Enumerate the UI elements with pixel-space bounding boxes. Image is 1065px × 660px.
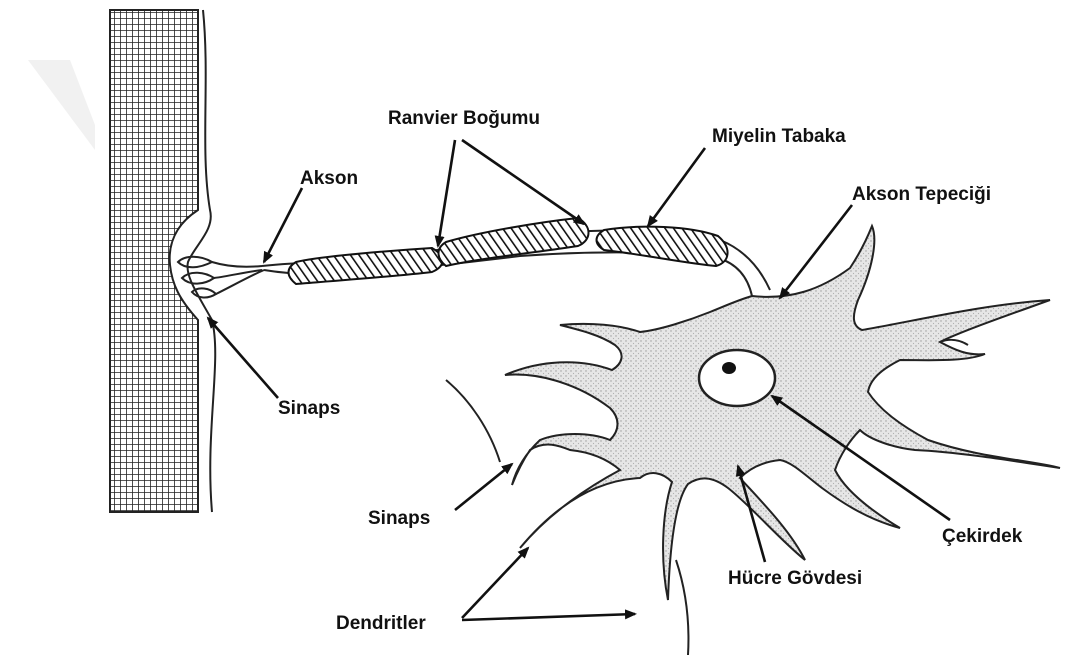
watermark-shape — [28, 60, 95, 150]
muscle-tissue — [110, 10, 198, 512]
arrow-sinaps-bottom — [455, 464, 512, 510]
label-cekirdek: Çekirdek — [942, 526, 1023, 547]
label-dendritler: Dendritler — [336, 613, 426, 634]
label-sinaps-bottom: Sinaps — [368, 508, 430, 529]
arrow-dendritler-left — [462, 548, 528, 618]
arrow-ranvier-left — [438, 140, 455, 246]
nucleus — [699, 350, 775, 406]
arrow-ranvier-right — [462, 140, 584, 224]
label-akson: Akson — [300, 168, 358, 189]
label-sinaps-top: Sinaps — [278, 398, 340, 419]
arrow-sinaps-top — [208, 318, 278, 398]
myelin-sheath — [289, 218, 728, 284]
synaptic-terminals — [178, 257, 264, 298]
arrow-dendritler-right — [462, 614, 635, 620]
arrow-miyelin — [648, 148, 705, 226]
label-hucre-govdesi: Hücre Gövdesi — [728, 568, 862, 589]
label-akson-tepecigi: Akson Tepeciği — [852, 184, 991, 205]
label-ranvier-bogumu: Ranvier Boğumu — [388, 108, 540, 129]
arrow-akson — [264, 188, 302, 262]
label-miyelin-tabaka: Miyelin Tabaka — [712, 126, 846, 147]
